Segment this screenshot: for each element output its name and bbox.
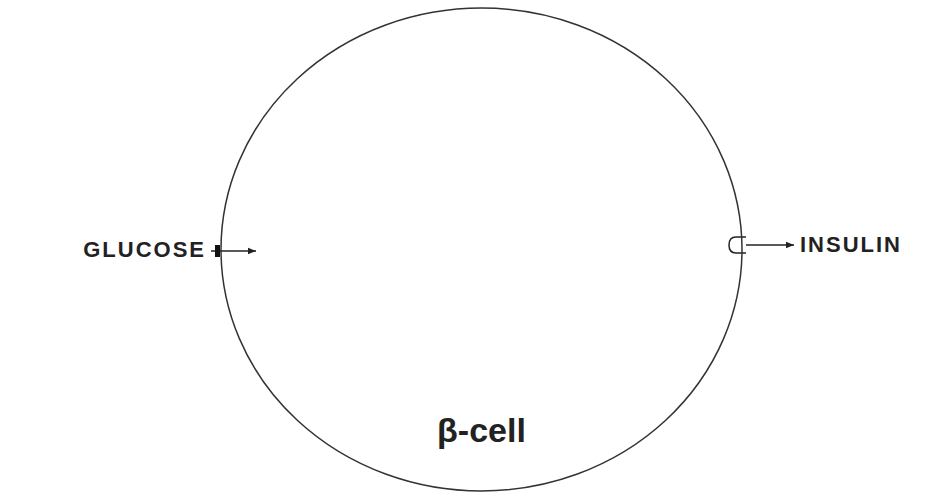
cell-membrane-line [221,8,742,491]
cell-outline: β-cell [220,7,743,492]
insulin-vesicle [729,237,746,253]
insulin-arrow [746,244,794,246]
input-label: GLUCOSE [83,237,206,263]
output-label: INSULIN [800,232,902,258]
glucose-transporter [215,245,220,257]
cell-name: β-cell [437,410,526,451]
